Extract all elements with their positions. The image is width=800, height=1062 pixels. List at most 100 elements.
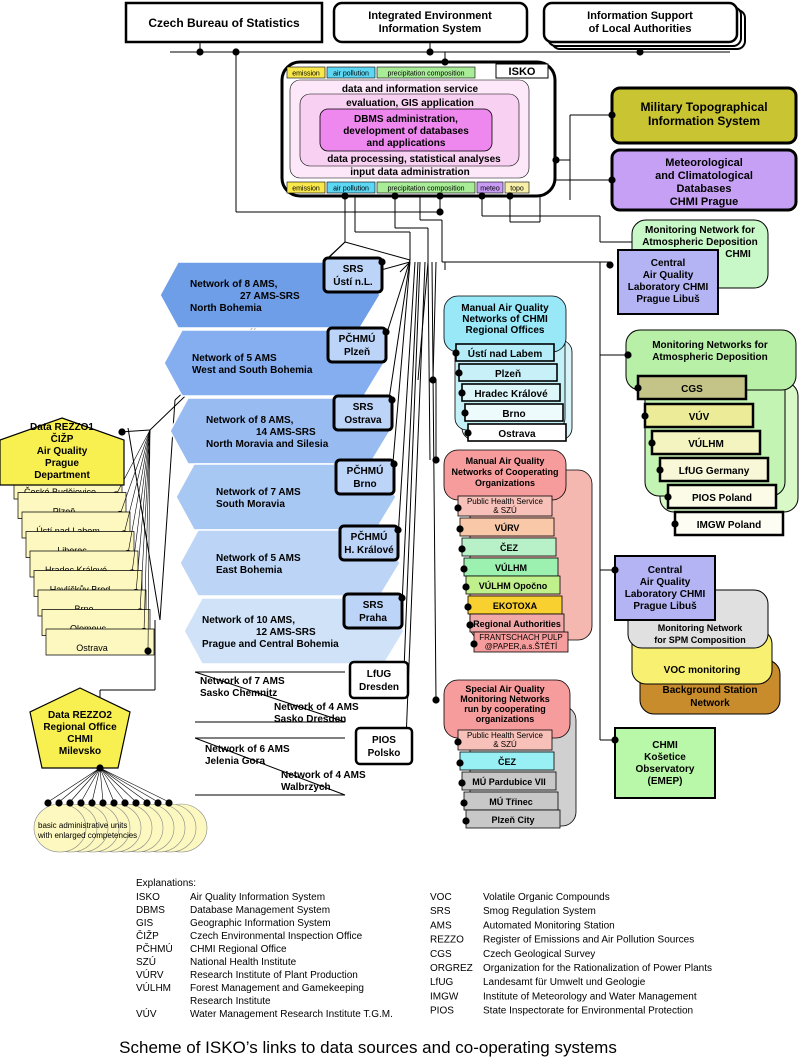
svg-text:Information System: Information System	[648, 114, 760, 128]
label-text: 27 AMS-SRS	[240, 291, 300, 302]
svg-text:Monitoring Network for: Monitoring Network for	[645, 225, 755, 236]
legend-desc: Water Management Research Institute T.G.…	[190, 1009, 393, 1020]
label-text: Plzeň	[344, 347, 370, 358]
label-text: & SZÚ	[493, 506, 517, 515]
legend-desc: Research Institute of Plant Production	[190, 970, 358, 981]
label-text: Ústí n.L.	[333, 275, 373, 288]
svg-text:Košetice: Košetice	[644, 752, 686, 763]
isla-box: Information Support of Local Authorities	[542, 1, 746, 50]
label-text: Special Air Quality	[465, 684, 544, 694]
manual-chmi-item: Brno	[461, 403, 564, 422]
connector-dot	[436, 208, 444, 216]
connector-dot	[462, 583, 470, 591]
svg-text:Network of 6 AMS: Network of 6 AMS	[205, 744, 290, 755]
label-text: LfUG Germany	[679, 466, 750, 477]
legend-abbr: ČIŽP	[136, 929, 159, 942]
svg-text:Explanations:: Explanations:	[136, 878, 196, 889]
svg-text:input data administration: input data administration	[350, 167, 469, 178]
label-text: ČEZ	[500, 542, 519, 553]
label-text: Networks of Cooperating	[451, 467, 558, 477]
label-text: Regional Offices	[466, 325, 545, 336]
legend-abbr: VOC	[430, 892, 452, 903]
svg-text:Czech Bureau of Statistics: Czech Bureau of Statistics	[148, 16, 300, 30]
svg-text:Sasko Chemnitz: Sasko Chemnitz	[200, 688, 277, 699]
label-text: with enlarged competencies	[37, 831, 137, 840]
special-item: Plzeň City	[462, 809, 561, 829]
svg-text:Central: Central	[648, 565, 683, 576]
manual-chmi-item: Hradec Králové	[458, 383, 561, 402]
label-text: Liberec	[57, 546, 87, 556]
connector-dot	[143, 799, 151, 807]
connector-dot	[132, 799, 140, 807]
manual-coop-item: Regional Authorities	[466, 613, 565, 633]
connector-dot	[44, 799, 52, 807]
svg-text:Integrated Environment: Integrated Environment	[368, 10, 492, 22]
connector-dot	[388, 396, 396, 404]
legend-desc: Volatile Organic Compounds	[483, 892, 610, 903]
connector-dot	[464, 603, 472, 611]
connector-dot	[470, 640, 478, 648]
legend-desc: Czech Environmental Inspection Office	[190, 931, 363, 942]
manual-coop-item: VÚRV	[456, 517, 555, 537]
svg-text:topo: topo	[510, 186, 524, 193]
connector-dot	[77, 799, 85, 807]
legend-abbr: AMS	[430, 920, 452, 931]
tag-precipitation	[376, 66, 476, 79]
legend-abbr: IMGW	[430, 991, 459, 1002]
svg-text:Information Support: Information Support	[587, 10, 693, 22]
legend-abbr: VÚLHM	[136, 981, 171, 994]
connector-dot	[478, 192, 486, 200]
svg-text:Observatory: Observatory	[636, 764, 695, 775]
label-text: Brno	[74, 604, 93, 614]
special-item: ČEZ	[456, 751, 555, 771]
label-text: organizations	[476, 714, 535, 724]
isko-title: ISKO	[509, 66, 536, 78]
label-text: Plzeň	[495, 369, 521, 380]
core-dbms	[319, 108, 493, 152]
label-text: & SZÚ	[493, 740, 517, 749]
svg-text:Monitoring Network: Monitoring Network	[658, 623, 743, 633]
svg-text:precipitation composition: precipitation composition	[387, 186, 464, 193]
connector-dot	[458, 545, 466, 553]
legend-desc: State Inspectorate for Environmental Pro…	[483, 1006, 693, 1017]
label-text: North Bohemia	[190, 303, 262, 314]
connector-dot	[458, 389, 466, 397]
connector-dot	[460, 565, 468, 573]
svg-text:Air Quality: Air Quality	[37, 446, 88, 457]
svg-text:CHMI Prague: CHMI Prague	[670, 196, 738, 208]
label-text: 14 AMS-SRS	[256, 427, 316, 438]
svg-text:Information System: Information System	[379, 23, 482, 35]
legend-abbr: PČHMÚ	[136, 942, 173, 955]
label-text: MÚ Pardubice VII	[472, 776, 546, 787]
legend-desc: Organization for the Rationalization of …	[483, 963, 712, 974]
connector-dot	[165, 799, 173, 807]
deposition-item: VÚV	[641, 402, 755, 429]
svg-text:Background Station: Background Station	[662, 685, 757, 696]
svg-text:Prague Libuš: Prague Libuš	[633, 601, 697, 612]
svg-text:Laboratory CHMI: Laboratory CHMI	[625, 589, 706, 600]
svg-text:CHMI: CHMI	[652, 740, 678, 751]
connector-dot	[96, 764, 104, 772]
connector-dot	[611, 566, 619, 574]
czso-box: Czech Bureau of Statistics	[124, 1, 324, 44]
connector-dot	[460, 799, 468, 807]
legend-desc: Smog Regulation System	[483, 906, 596, 917]
svg-text:Meteorological: Meteorological	[665, 157, 743, 169]
label-text: VÚLHM	[688, 437, 724, 450]
legend-desc: Institute of Meteorology and Water Manag…	[483, 991, 697, 1002]
svg-text:Air Quality: Air Quality	[640, 577, 691, 588]
central-lab-2: Central Air Quality Laboratory CHMI Prag…	[614, 555, 716, 621]
connector-dot	[88, 799, 96, 807]
deposition-item: CGS	[634, 374, 748, 401]
connector-dot	[671, 520, 679, 528]
connector-dot	[154, 799, 162, 807]
svg-text:LfUG: LfUG	[367, 669, 392, 680]
label-text: CGS	[681, 384, 703, 395]
connector-dot	[232, 48, 240, 56]
